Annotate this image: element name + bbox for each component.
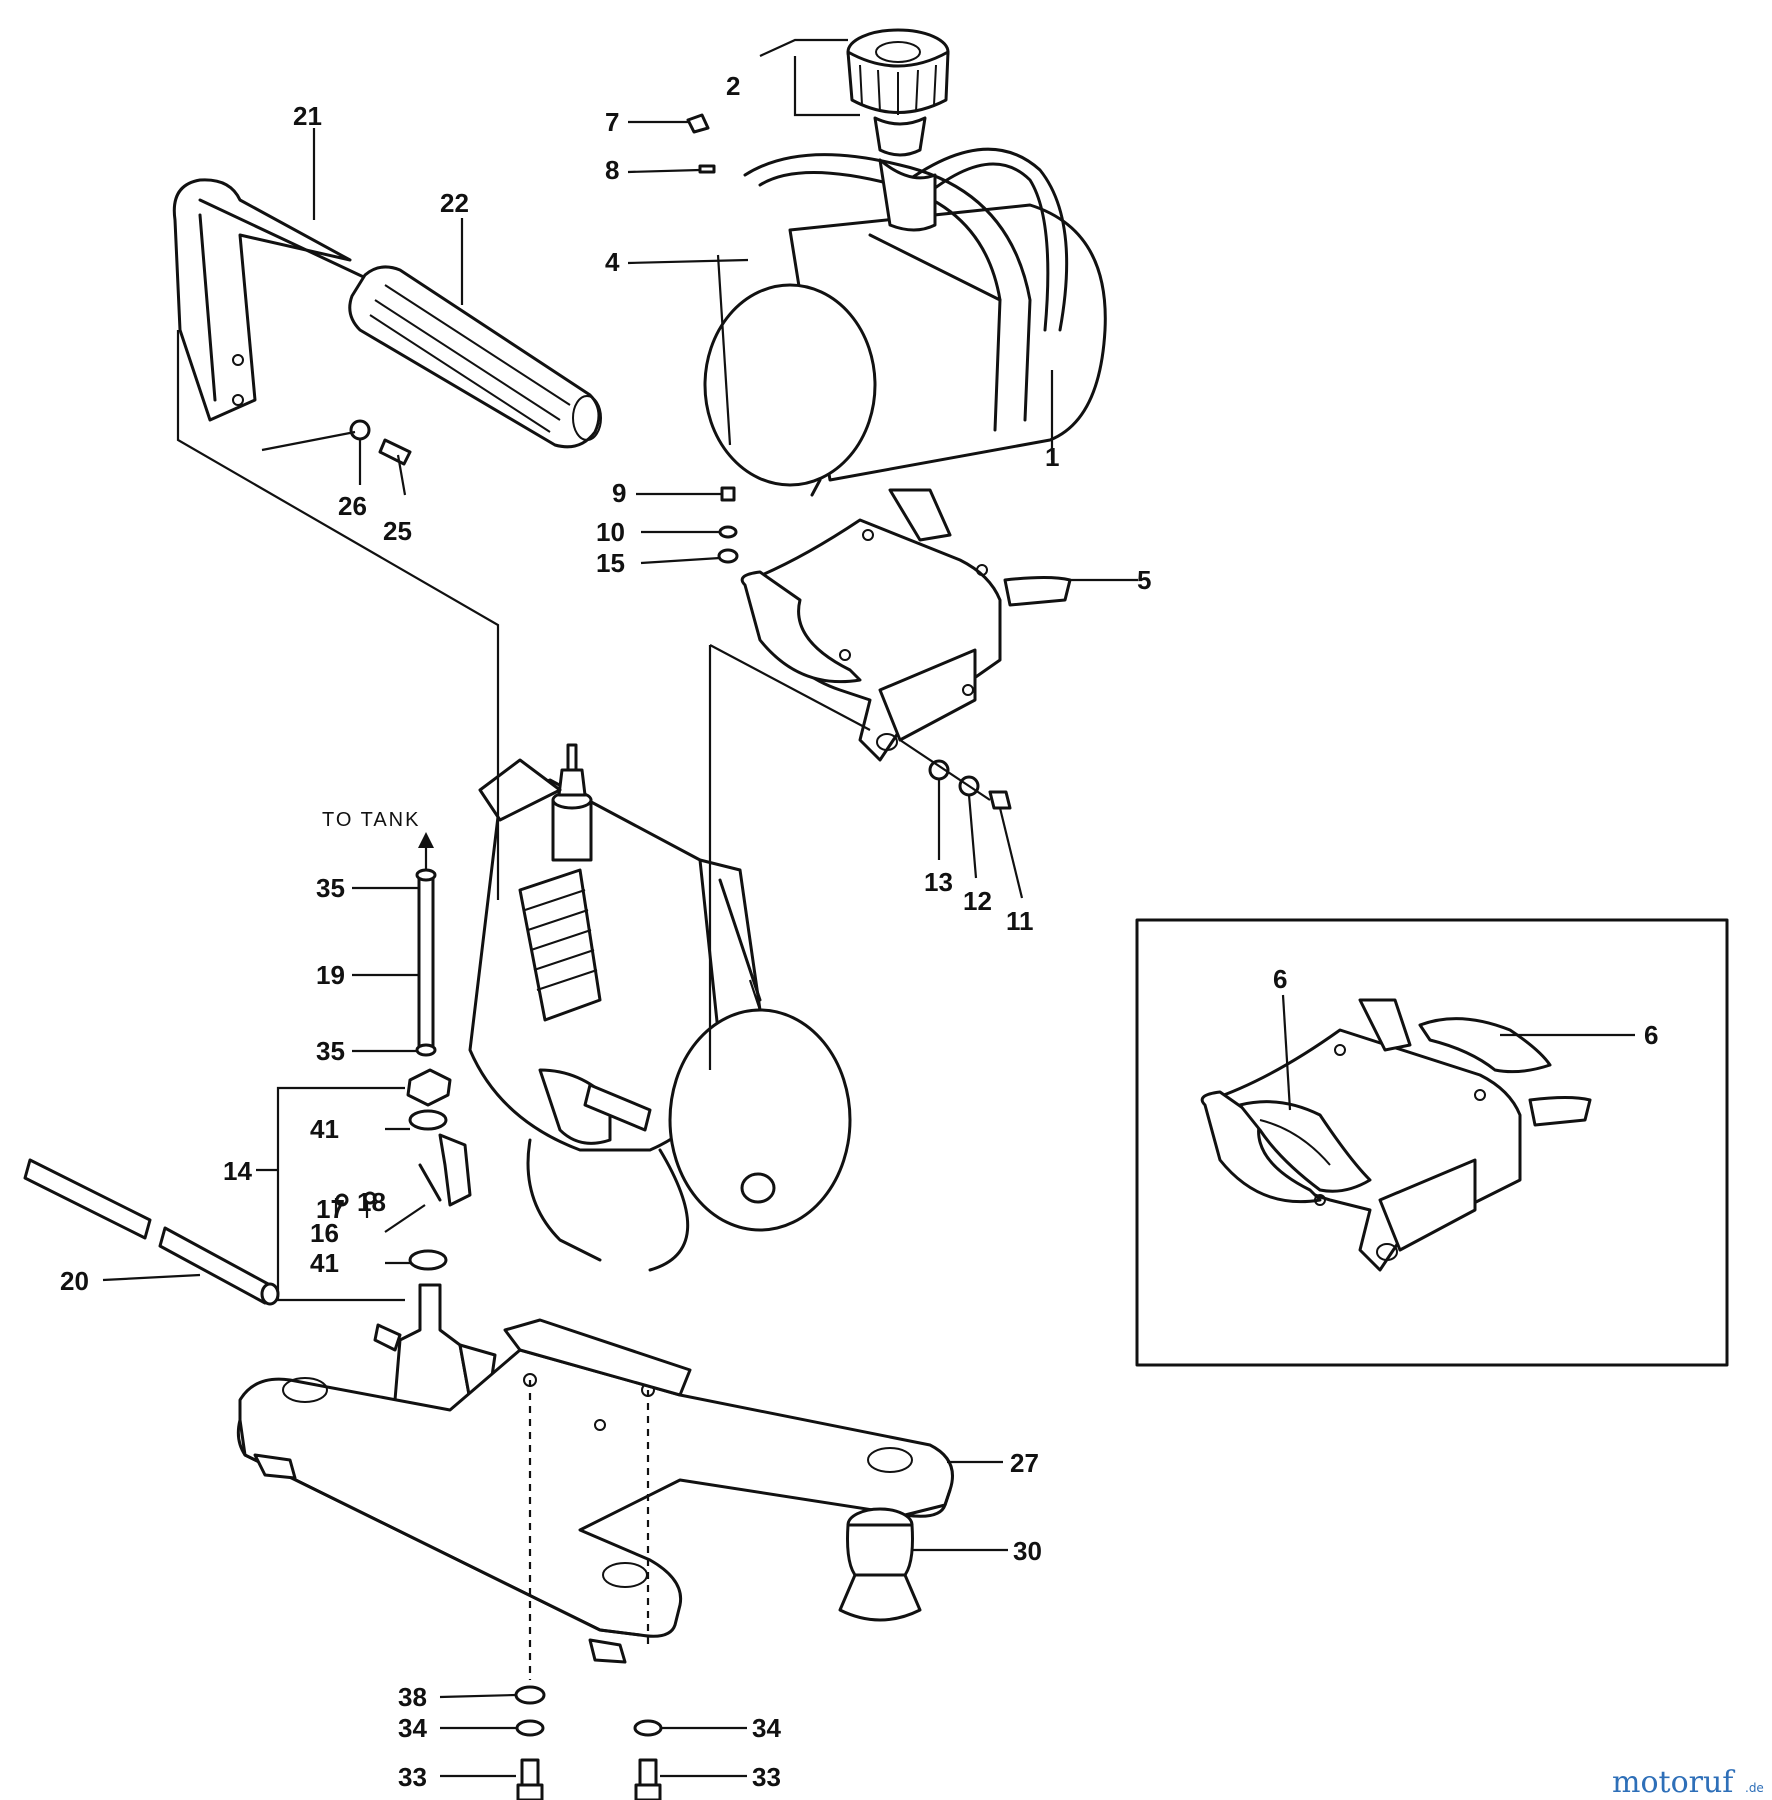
base-fasteners-part — [514, 1380, 663, 1800]
base-plate-part — [236, 1318, 954, 1664]
label-33-left: 33 — [398, 1762, 427, 1792]
fuel-line-part — [23, 868, 497, 1467]
small-hardware-part — [686, 113, 1012, 810]
label-41-bottom: 41 — [310, 1248, 339, 1278]
label-9: 9 — [612, 478, 626, 508]
watermark-logo: motoruf .de — [1612, 1765, 1764, 1800]
label-26: 26 — [338, 491, 367, 521]
label-6-inset-left: 6 — [1273, 964, 1287, 994]
label-14: 14 — [223, 1156, 252, 1186]
label-30: 30 — [1013, 1536, 1042, 1566]
leader-lines — [102, 38, 1635, 1778]
label-10: 10 — [596, 517, 625, 547]
label-2: 2 — [726, 71, 740, 101]
label-34-right: 34 — [752, 1713, 781, 1743]
fuel-tank-part — [703, 147, 1107, 497]
label-35-bottom: 35 — [316, 1036, 345, 1066]
label-34-left: 34 — [398, 1713, 427, 1743]
label-4: 4 — [605, 247, 620, 277]
label-6-inset-right: 6 — [1644, 1020, 1658, 1050]
label-8: 8 — [605, 155, 619, 185]
label-16: 16 — [310, 1218, 339, 1248]
label-1: 1 — [1045, 442, 1059, 472]
to-tank-arrow-icon — [418, 832, 434, 848]
to-tank-note: TO TANK — [322, 809, 420, 831]
label-11: 11 — [1006, 906, 1034, 936]
watermark-brand: motoruf — [1612, 1765, 1735, 1800]
label-33-right: 33 — [752, 1762, 781, 1792]
label-12: 12 — [963, 886, 992, 916]
handle-bar-part — [172, 178, 372, 422]
label-38: 38 — [398, 1682, 427, 1712]
tank-cap-part — [846, 28, 950, 232]
label-13: 13 — [924, 867, 953, 897]
screw-washer-25-26 — [349, 419, 412, 466]
assembly-guide-lines — [176, 254, 991, 1070]
label-18: 18 — [357, 1187, 386, 1217]
tank-bracket-part — [740, 488, 1072, 762]
label-35-top: 35 — [316, 873, 345, 903]
hand-grip-part — [348, 265, 602, 449]
label-20: 20 — [60, 1266, 89, 1296]
part-labels: 21 22 26 25 2 7 8 4 1 9 10 15 5 13 12 11… — [60, 71, 1658, 1792]
label-19: 19 — [316, 960, 345, 990]
label-15: 15 — [596, 548, 625, 578]
label-27: 27 — [1010, 1448, 1039, 1478]
inset-detail — [1135, 918, 1729, 1367]
rubber-foot-part — [838, 1507, 922, 1622]
engine-part — [468, 743, 852, 1272]
watermark-suffix: .de — [1745, 1781, 1764, 1795]
label-25: 25 — [383, 516, 412, 546]
label-41-top: 41 — [310, 1114, 339, 1144]
label-5: 5 — [1137, 565, 1151, 595]
label-7: 7 — [605, 107, 619, 137]
label-21: 21 — [293, 101, 322, 131]
label-17: 17 — [316, 1194, 345, 1224]
label-22: 22 — [440, 188, 469, 218]
